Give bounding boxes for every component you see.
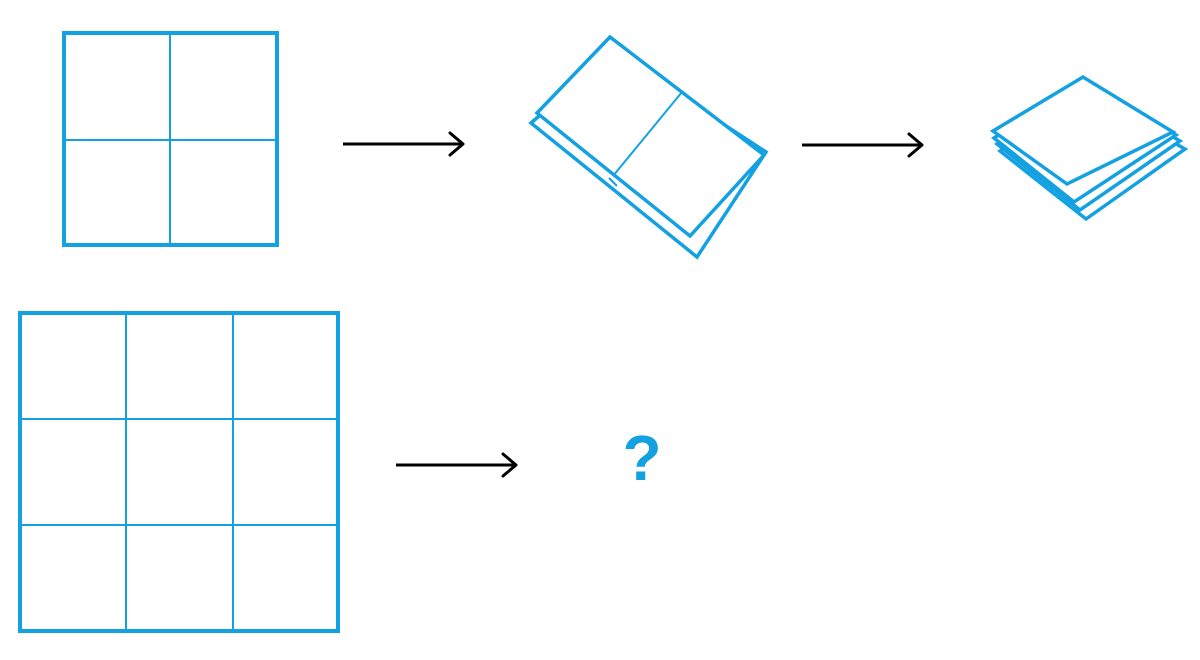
grid-3x3 xyxy=(18,311,340,633)
folded-paper-step-2 xyxy=(989,74,1189,222)
arrow-1 xyxy=(343,131,465,157)
grid-2x2 xyxy=(62,31,279,247)
arrow-3 xyxy=(396,452,518,478)
folded-sheet-front xyxy=(534,34,767,239)
arrow-2 xyxy=(802,132,924,158)
folded-paper-step-1 xyxy=(528,34,769,260)
stacked-sheet-top xyxy=(989,74,1177,187)
question-mark: ? xyxy=(622,422,662,494)
fold-crease xyxy=(612,91,683,177)
